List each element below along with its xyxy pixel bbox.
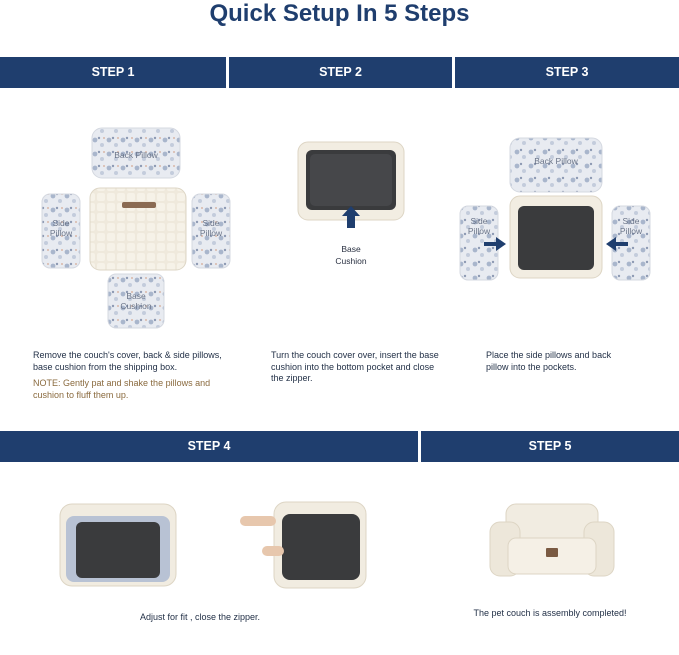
step-2-header: STEP 2	[229, 57, 452, 88]
svg-text:Pillow: Pillow	[50, 228, 73, 238]
step-1-note: NOTE: Gently pat and shake the pillows a…	[33, 378, 211, 400]
svg-text:Side: Side	[202, 218, 219, 228]
step-3-description: Place the side pillows and back pillow i…	[486, 350, 612, 372]
svg-text:Cushion: Cushion	[120, 301, 151, 311]
couch-cover	[89, 187, 187, 271]
step-3-header: STEP 3	[455, 57, 679, 88]
svg-text:Pillow: Pillow	[468, 226, 491, 236]
back-pillow-label: Back Pillow	[114, 150, 158, 160]
base-cushion-callout-2: Cushion	[335, 256, 366, 266]
svg-text:Pillow: Pillow	[620, 226, 643, 236]
base-cushion	[107, 273, 165, 329]
step-5-header: STEP 5	[421, 431, 679, 462]
step-4-illustration-a	[59, 503, 177, 587]
left-side-pillow	[41, 193, 81, 269]
svg-text:Pillow: Pillow	[200, 228, 223, 238]
right-arrow-icon	[484, 237, 506, 251]
step-2-description: Turn the couch cover over, insert the ba…	[271, 350, 439, 383]
svg-text:Back Pillow: Back Pillow	[534, 156, 578, 166]
step-4-description: Adjust for fit , close the zipper.	[139, 612, 261, 622]
step-1-description: Remove the couch's cover, back & side pi…	[33, 350, 222, 372]
right-side-pillow	[191, 193, 231, 269]
back-pillow	[91, 127, 181, 179]
base-cushion-callout-1: Base	[341, 244, 361, 254]
step-1-illustration: Back Pillow Side Pillow Side Pillow Base…	[41, 127, 231, 329]
left-arrow-icon	[606, 237, 628, 251]
svg-text:Side: Side	[622, 216, 639, 226]
svg-text:Side: Side	[470, 216, 487, 226]
step-1-header: STEP 1	[0, 57, 226, 88]
step-4-illustration-b	[240, 501, 367, 589]
step-5-illustration	[489, 503, 615, 577]
step-2-illustration: Base Cushion	[297, 141, 405, 266]
brand-tag	[546, 548, 558, 557]
up-arrow-icon	[342, 206, 360, 228]
step-4-header: STEP 4	[0, 431, 418, 462]
svg-text:Side: Side	[52, 218, 69, 228]
page-title: Quick Setup In 5 Steps	[209, 0, 470, 27]
step-5-description: The pet couch is assembly completed!	[473, 608, 627, 618]
svg-text:Base: Base	[126, 291, 146, 301]
step-3-illustration: Back Pillow Side Pillow Side Pillow	[459, 137, 651, 281]
